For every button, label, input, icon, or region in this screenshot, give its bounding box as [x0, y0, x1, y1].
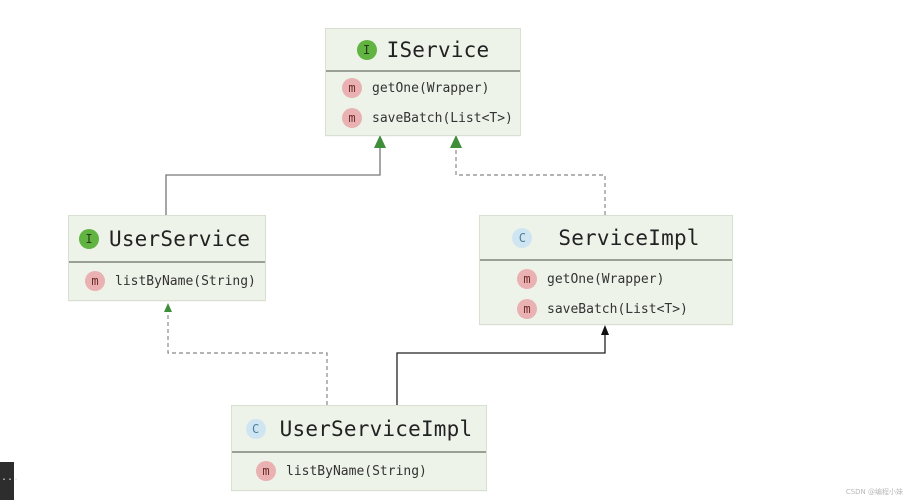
interface-icon: I	[356, 39, 377, 60]
class-icon: C	[512, 227, 533, 248]
class-icon: C	[245, 418, 266, 439]
method-label: listByName(String)	[286, 463, 427, 479]
extends-line-userservice-iservice	[165, 146, 381, 215]
method-icon: m	[342, 108, 362, 128]
method-label: saveBatch(List<T>)	[372, 110, 513, 126]
userservice-title: UserService	[109, 226, 251, 251]
userserviceimpl-title: UserServiceImpl	[279, 416, 473, 441]
corner-tab-label: ...	[1, 472, 20, 483]
arrowhead-userservice	[164, 303, 172, 312]
method-icon: m	[85, 271, 105, 291]
method-row: m getOne(Wrapper)	[480, 264, 732, 294]
serviceimpl-title: ServiceImpl	[558, 225, 700, 250]
iservice-header: I IService	[326, 29, 520, 72]
method-label: saveBatch(List<T>)	[547, 301, 688, 317]
userservice-box[interactable]: I UserService m listByName(String)	[68, 215, 266, 301]
implements-line-serviceimpl-iservice	[455, 146, 606, 215]
implements-line-userserviceimpl-userservice	[167, 311, 328, 405]
serviceimpl-box[interactable]: C ServiceImpl m getOne(Wrapper) m saveBa…	[479, 215, 733, 325]
watermark: CSDN @编程小妹	[845, 488, 903, 496]
arrowhead-serviceimpl	[601, 325, 609, 335]
method-icon: m	[342, 78, 362, 98]
userserviceimpl-box[interactable]: C UserServiceImpl m listByName(String)	[231, 405, 487, 491]
method-label: getOne(Wrapper)	[372, 80, 490, 96]
method-icon: m	[517, 299, 537, 319]
method-icon: m	[256, 461, 276, 481]
method-row: m listByName(String)	[69, 266, 265, 296]
iservice-box[interactable]: I IService m getOne(Wrapper) m saveBatch…	[325, 28, 521, 136]
arrowhead-iservice-right	[450, 135, 462, 148]
method-row: m saveBatch(List<T>)	[326, 103, 520, 133]
method-row: m saveBatch(List<T>)	[480, 294, 732, 324]
serviceimpl-header: C ServiceImpl	[480, 216, 732, 261]
extends-line-userserviceimpl-serviceimpl	[396, 334, 606, 405]
method-label: listByName(String)	[115, 273, 256, 289]
method-row: m listByName(String)	[232, 456, 486, 486]
userservice-header: I UserService	[69, 216, 265, 263]
iservice-title: IService	[386, 37, 490, 62]
method-label: getOne(Wrapper)	[547, 271, 665, 287]
userserviceimpl-header: C UserServiceImpl	[232, 406, 486, 453]
method-row: m getOne(Wrapper)	[326, 73, 520, 103]
method-icon: m	[517, 269, 537, 289]
corner-tab[interactable]: ...	[0, 462, 19, 500]
interface-icon: I	[79, 228, 99, 249]
arrowhead-iservice-left	[374, 135, 386, 148]
